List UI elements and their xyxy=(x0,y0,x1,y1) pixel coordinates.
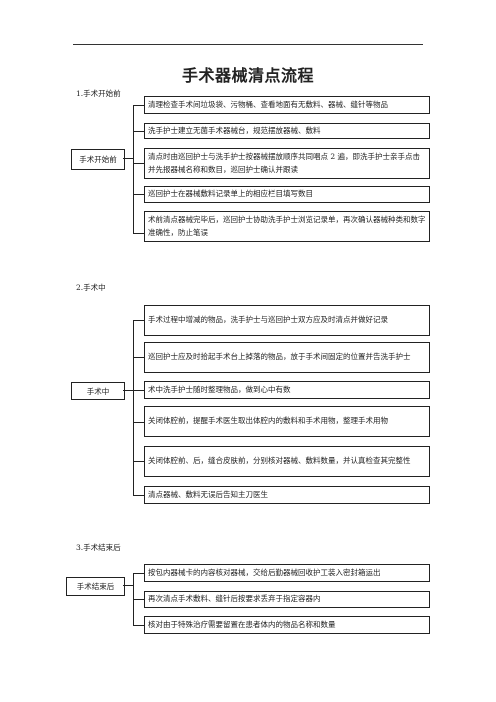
flow-step: 关闭体腔前，提醒手术医生取出体腔内的敷料和手术用物，整理手术用物 xyxy=(144,406,430,437)
connector xyxy=(123,158,134,159)
connector xyxy=(133,573,144,574)
connector xyxy=(133,233,144,234)
flow-label-3: 手术结束后 xyxy=(66,577,125,596)
connector xyxy=(133,105,134,233)
connector xyxy=(123,585,134,586)
connector xyxy=(133,163,144,164)
flow-step: 术中洗手护士随时整理物品，做到心中有数 xyxy=(144,381,430,399)
flow-step: 关闭体腔前、后，缝合皮肤前，分别核对器械、敷料数量，并认真检查其完整性 xyxy=(144,446,430,477)
flow-step: 洗手护士建立无菌手术器械台，规范摆放器械、敷料 xyxy=(144,123,430,139)
connector xyxy=(133,390,144,391)
flow-step: 按包内器械卡的内容核对器械，交给后勤器械回收护工装入密封箱运出 xyxy=(144,564,430,582)
connector xyxy=(133,599,144,600)
section-heading-1: 1.手术开始前 xyxy=(76,89,121,98)
connector xyxy=(133,105,144,106)
header-rule xyxy=(73,44,423,45)
flow-label-2: 手术中 xyxy=(71,382,125,400)
connector xyxy=(133,461,144,462)
page-title: 手术器械清点流程 xyxy=(181,66,314,85)
flow-step: 清点器械、敷料无误后告知主刀医生 xyxy=(144,486,430,504)
flow-step: 巡回护士在器械敷料记录单上的相应栏目填写数目 xyxy=(144,186,430,203)
connector xyxy=(133,625,144,626)
connector xyxy=(133,495,144,496)
flow-step: 术前清点器械完毕后，巡回护士协助洗手护士浏览记录单，再次确认器械种类和数字准确性… xyxy=(144,211,430,242)
flow-step: 核对由于特殊治疗需要留置在患者体内的物品名称和数量 xyxy=(144,616,430,634)
flow-step: 巡回护士应及时拾起手术台上掉落的物品，放于手术间固定的位置并告洗手护士 xyxy=(144,342,430,373)
flow-step: 清理检查手术间垃圾袋、污物桶、查看地面有无敷料、器械、缝针等物品 xyxy=(144,96,430,114)
connector xyxy=(123,390,134,391)
connector xyxy=(133,194,144,195)
flow-step: 再次清点手术敷料、缝针后按要求丢弃于指定容器内 xyxy=(144,591,430,608)
flow-label-1: 手术开始前 xyxy=(71,149,125,170)
connector xyxy=(133,320,144,321)
flow-step: 手术过程中增减的物品，洗手护士与巡回护士双方应及时清点并做好记录 xyxy=(144,305,430,336)
connector xyxy=(133,357,144,358)
flow-step: 清点时由巡回护士与洗手护士按器械摆放顺序共同唱点 2 遍，即洗手护士亲手点击并先… xyxy=(144,148,430,179)
section-heading-2: 2.手术中 xyxy=(76,283,106,292)
connector xyxy=(133,131,144,132)
connector xyxy=(133,422,144,423)
connector xyxy=(133,320,134,495)
section-heading-3: 3.手术结束后 xyxy=(76,543,121,552)
